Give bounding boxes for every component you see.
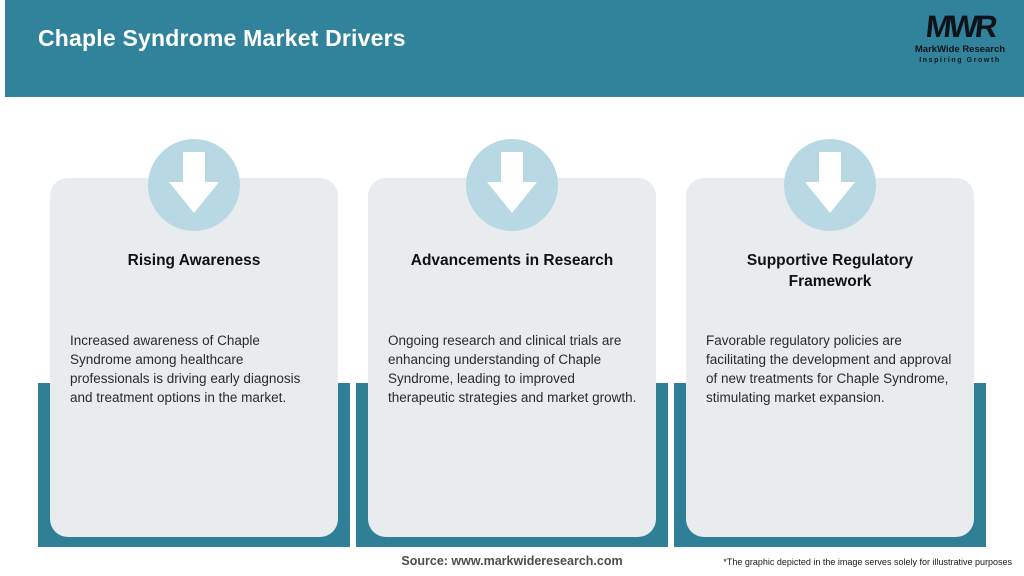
driver-card-advancements-in-research: Advancements in Research Ongoing researc…: [356, 139, 668, 547]
logo-monogram: MWR: [923, 9, 997, 44]
source-text: Source: www.markwideresearch.com: [401, 554, 623, 568]
logo-tagline: Inspiring Growth: [919, 56, 1001, 64]
page-title: Chaple Syndrome Market Drivers: [38, 25, 406, 51]
disclaimer-text: *The graphic depicted in the image serve…: [723, 557, 1012, 567]
down-arrow-icon: [148, 139, 240, 231]
card-body: [368, 178, 656, 537]
logo-company-name: MarkWide Research: [914, 44, 1006, 55]
card-body: [686, 178, 974, 537]
down-arrow-icon: [784, 139, 876, 231]
driver-card-supportive-regulatory-framework: Supportive Regulatory Framework Favorabl…: [674, 139, 986, 547]
header-bar: Chaple Syndrome Market Drivers MWR MarkW…: [5, 0, 1024, 97]
driver-card-rising-awareness: Rising Awareness Increased awareness of …: [38, 139, 350, 547]
card-title: Advancements in Research: [410, 252, 614, 269]
down-arrow-icon: [466, 139, 558, 231]
card-title: Supportive Regulatory Framework: [746, 252, 914, 290]
card-body: [50, 178, 338, 537]
card-description: Increased awareness of Chaple Syndrome a…: [70, 333, 301, 406]
card-description: Favorable regulatory policies are facili…: [706, 333, 952, 406]
markwide-research-logo: MWR MarkWide Research Inspiring Growth: [912, 9, 1008, 64]
card-description: Ongoing research and clinical trials are…: [388, 333, 637, 406]
card-title: Rising Awareness: [127, 252, 261, 269]
